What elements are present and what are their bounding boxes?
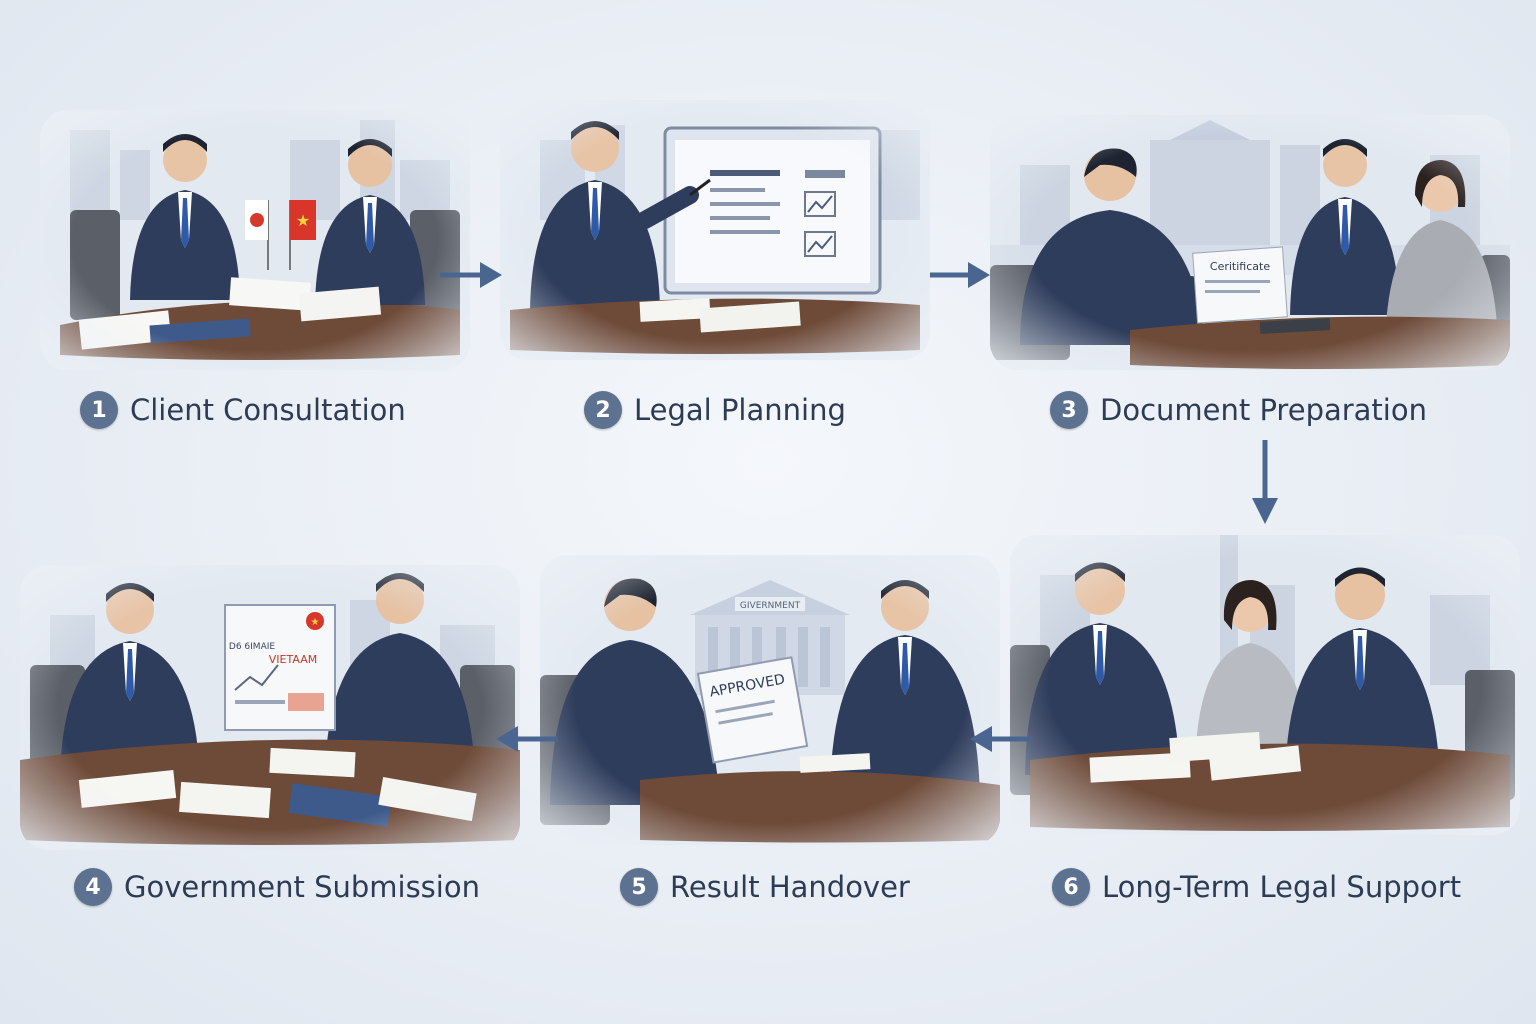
scene-illustration: GIVERNMENT APPROVED <box>540 555 1000 845</box>
scene-illustration: Ceritificate <box>990 115 1510 370</box>
svg-text:★: ★ <box>296 211 310 230</box>
step-label-client-consultation: 1 Client Consultation <box>80 391 406 429</box>
step-title: Government Submission <box>124 870 480 904</box>
step-number-badge: 5 <box>620 868 658 906</box>
step-title: Long-Term Legal Support <box>1102 870 1462 904</box>
scene-illustration <box>500 100 930 360</box>
arrow-left-icon <box>970 726 1032 752</box>
step-number-badge: 6 <box>1052 868 1090 906</box>
step-number-badge: 4 <box>74 868 112 906</box>
step-number-badge: 3 <box>1050 391 1088 429</box>
step-label-long-term-legal-support: 6 Long-Term Legal Support <box>1052 868 1461 906</box>
scene-client-consultation: ★ <box>40 110 470 370</box>
step-number-badge: 1 <box>80 391 118 429</box>
arrow-down-icon <box>1252 440 1278 524</box>
step-title: Client Consultation <box>130 393 406 427</box>
scene-illustration: ★ D6 6IMAIE VIETAAM <box>20 565 520 850</box>
arrow-left-icon <box>496 726 558 752</box>
step-number-badge: 2 <box>584 391 622 429</box>
scene-illustration <box>1010 535 1520 835</box>
vietnam-doc-title-text: VIETAAM <box>269 653 317 666</box>
scene-illustration: ★ <box>40 110 470 370</box>
scene-long-term-legal-support <box>1010 535 1520 835</box>
step-title: Legal Planning <box>634 393 846 427</box>
scene-result-handover: GIVERNMENT APPROVED <box>540 555 1000 845</box>
scene-legal-planning <box>500 100 930 360</box>
scene-document-preparation: Ceritificate <box>990 115 1510 370</box>
step-label-result-handover: 5 Result Handover <box>620 868 910 906</box>
step-label-government-submission: 4 Government Submission <box>74 868 480 906</box>
building-sign-text: GIVERNMENT <box>740 601 801 611</box>
svg-text:★: ★ <box>311 617 320 628</box>
step-label-legal-planning: 2 Legal Planning <box>584 391 846 429</box>
arrow-right-icon <box>440 262 502 288</box>
step-title: Result Handover <box>670 870 910 904</box>
step-title: Document Preparation <box>1100 393 1427 427</box>
scene-government-submission: ★ D6 6IMAIE VIETAAM <box>20 565 520 850</box>
step-label-document-preparation: 3 Document Preparation <box>1050 391 1427 429</box>
vietnam-doc-top-text: D6 6IMAIE <box>229 642 275 652</box>
arrow-right-icon <box>930 262 990 288</box>
document-header-text: Ceritificate <box>1210 260 1270 273</box>
